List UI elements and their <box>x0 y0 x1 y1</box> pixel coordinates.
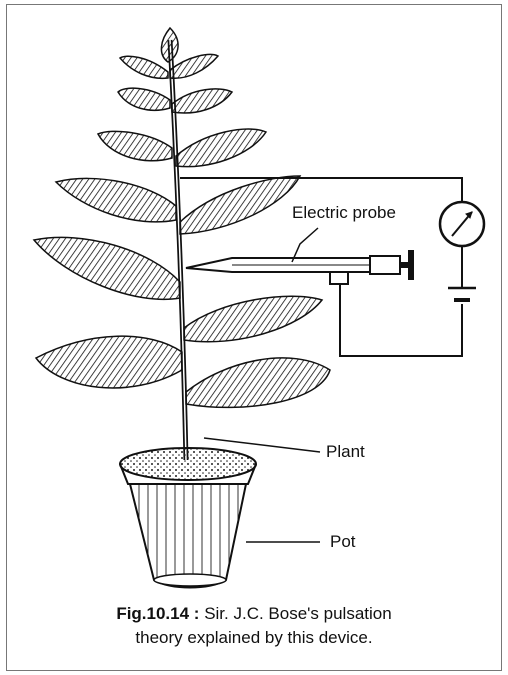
label-electric-probe: Electric probe <box>292 203 396 223</box>
caption-fig-number: Fig.10.14 : <box>116 604 199 623</box>
electric-probe <box>186 250 414 284</box>
caption-text-1: Sir. J.C. Bose's pulsation <box>204 604 392 623</box>
leaves-left <box>34 56 182 388</box>
caption-line-1: Fig.10.14 : Sir. J.C. Bose's pulsation <box>30 602 478 626</box>
top-bud <box>161 28 178 62</box>
caption-line-2: theory explained by this device. <box>30 626 478 650</box>
label-plant: Plant <box>326 442 365 462</box>
leaves-right <box>170 55 330 408</box>
label-pot: Pot <box>330 532 356 552</box>
battery <box>448 288 476 300</box>
galvanometer <box>440 202 484 246</box>
figure-caption: Fig.10.14 : Sir. J.C. Bose's pulsation t… <box>30 602 478 650</box>
pot <box>120 448 256 588</box>
